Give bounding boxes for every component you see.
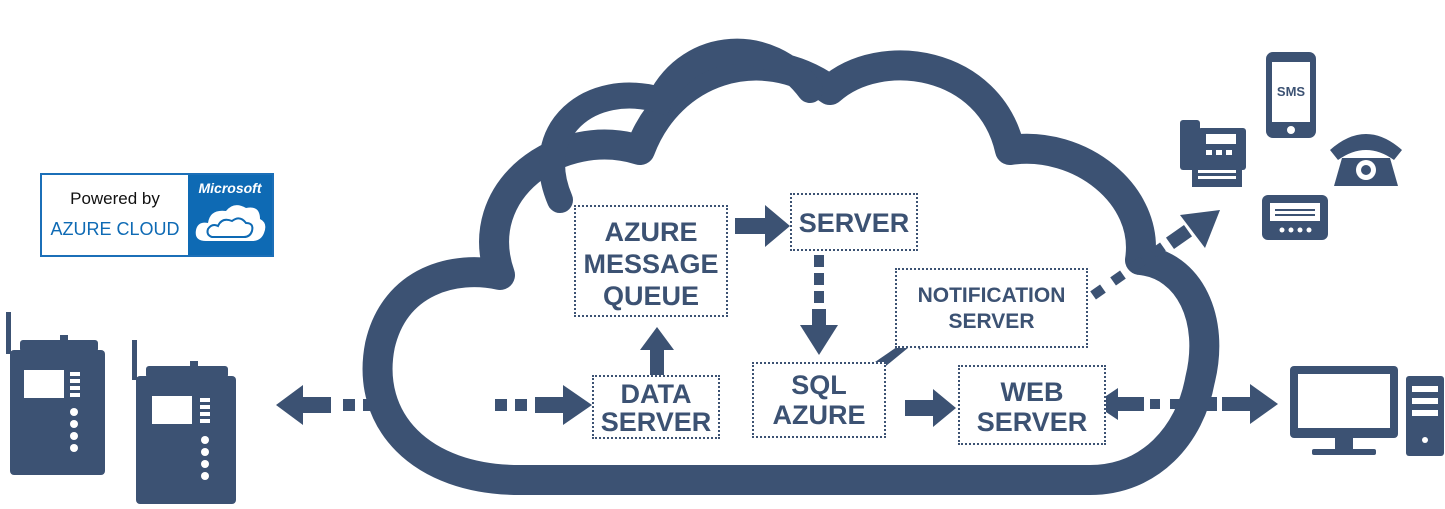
sql-line-1: SQL (791, 370, 847, 400)
cloud-icon (195, 205, 266, 241)
arrow-queue-to-server (735, 205, 790, 247)
arrow-notification-to-devices (1090, 210, 1220, 300)
queue-line-3: QUEUE (602, 281, 700, 311)
desktop-computer-icon (1290, 366, 1444, 456)
data-server-box: DATA SERVER (592, 375, 720, 439)
sms-label: SMS (1276, 84, 1306, 99)
server-box: SERVER (790, 193, 918, 251)
queue-line-2: MESSAGE (583, 249, 719, 279)
arrow-radios-to-data (276, 385, 592, 425)
arrow-server-to-sql (800, 255, 838, 355)
badge-microsoft: Microsoft (198, 180, 262, 196)
badge-text-area: Powered by AZURE CLOUD (42, 175, 188, 255)
server-label: SERVER (798, 208, 910, 238)
web-line-2: SERVER (976, 407, 1088, 437)
badge-azure-cloud: AZURE CLOUD (50, 219, 180, 239)
badge-powered-by: Powered by (70, 189, 160, 208)
sql-line-2: AZURE (772, 400, 866, 430)
telephone-icon (1330, 134, 1402, 186)
data-line-2: SERVER (600, 407, 712, 437)
powered-by-azure-badge: Powered by AZURE CLOUD Microsoft (40, 173, 274, 257)
arrow-computer-to-web (1094, 388, 1180, 420)
notification-server-box: NOTIFICATION SERVER (895, 268, 1088, 348)
web-line-1: WEB (1000, 377, 1064, 407)
sql-azure-box: SQL AZURE (752, 362, 886, 438)
fax-icon (1180, 120, 1246, 187)
cloud-icon (362, 38, 1220, 495)
badge-microsoft-area: Microsoft (188, 175, 272, 255)
radio-icon (6, 312, 105, 475)
notification-line-1: NOTIFICATION (917, 284, 1066, 307)
pager-icon (1262, 195, 1328, 240)
web-server-box: WEB SERVER (958, 365, 1106, 445)
notification-line-2: SERVER (948, 310, 1035, 333)
azure-message-queue-box: AZURE MESSAGE QUEUE (574, 205, 728, 317)
arrow-data-to-queue (640, 327, 674, 375)
data-line-1: DATA (620, 379, 692, 409)
sms-phone-icon (1266, 52, 1316, 138)
arrow-web-to-computer (1205, 384, 1278, 424)
queue-line-1: AZURE (604, 217, 698, 247)
radio-icon (132, 340, 236, 504)
arrow-sql-to-web (905, 389, 956, 427)
